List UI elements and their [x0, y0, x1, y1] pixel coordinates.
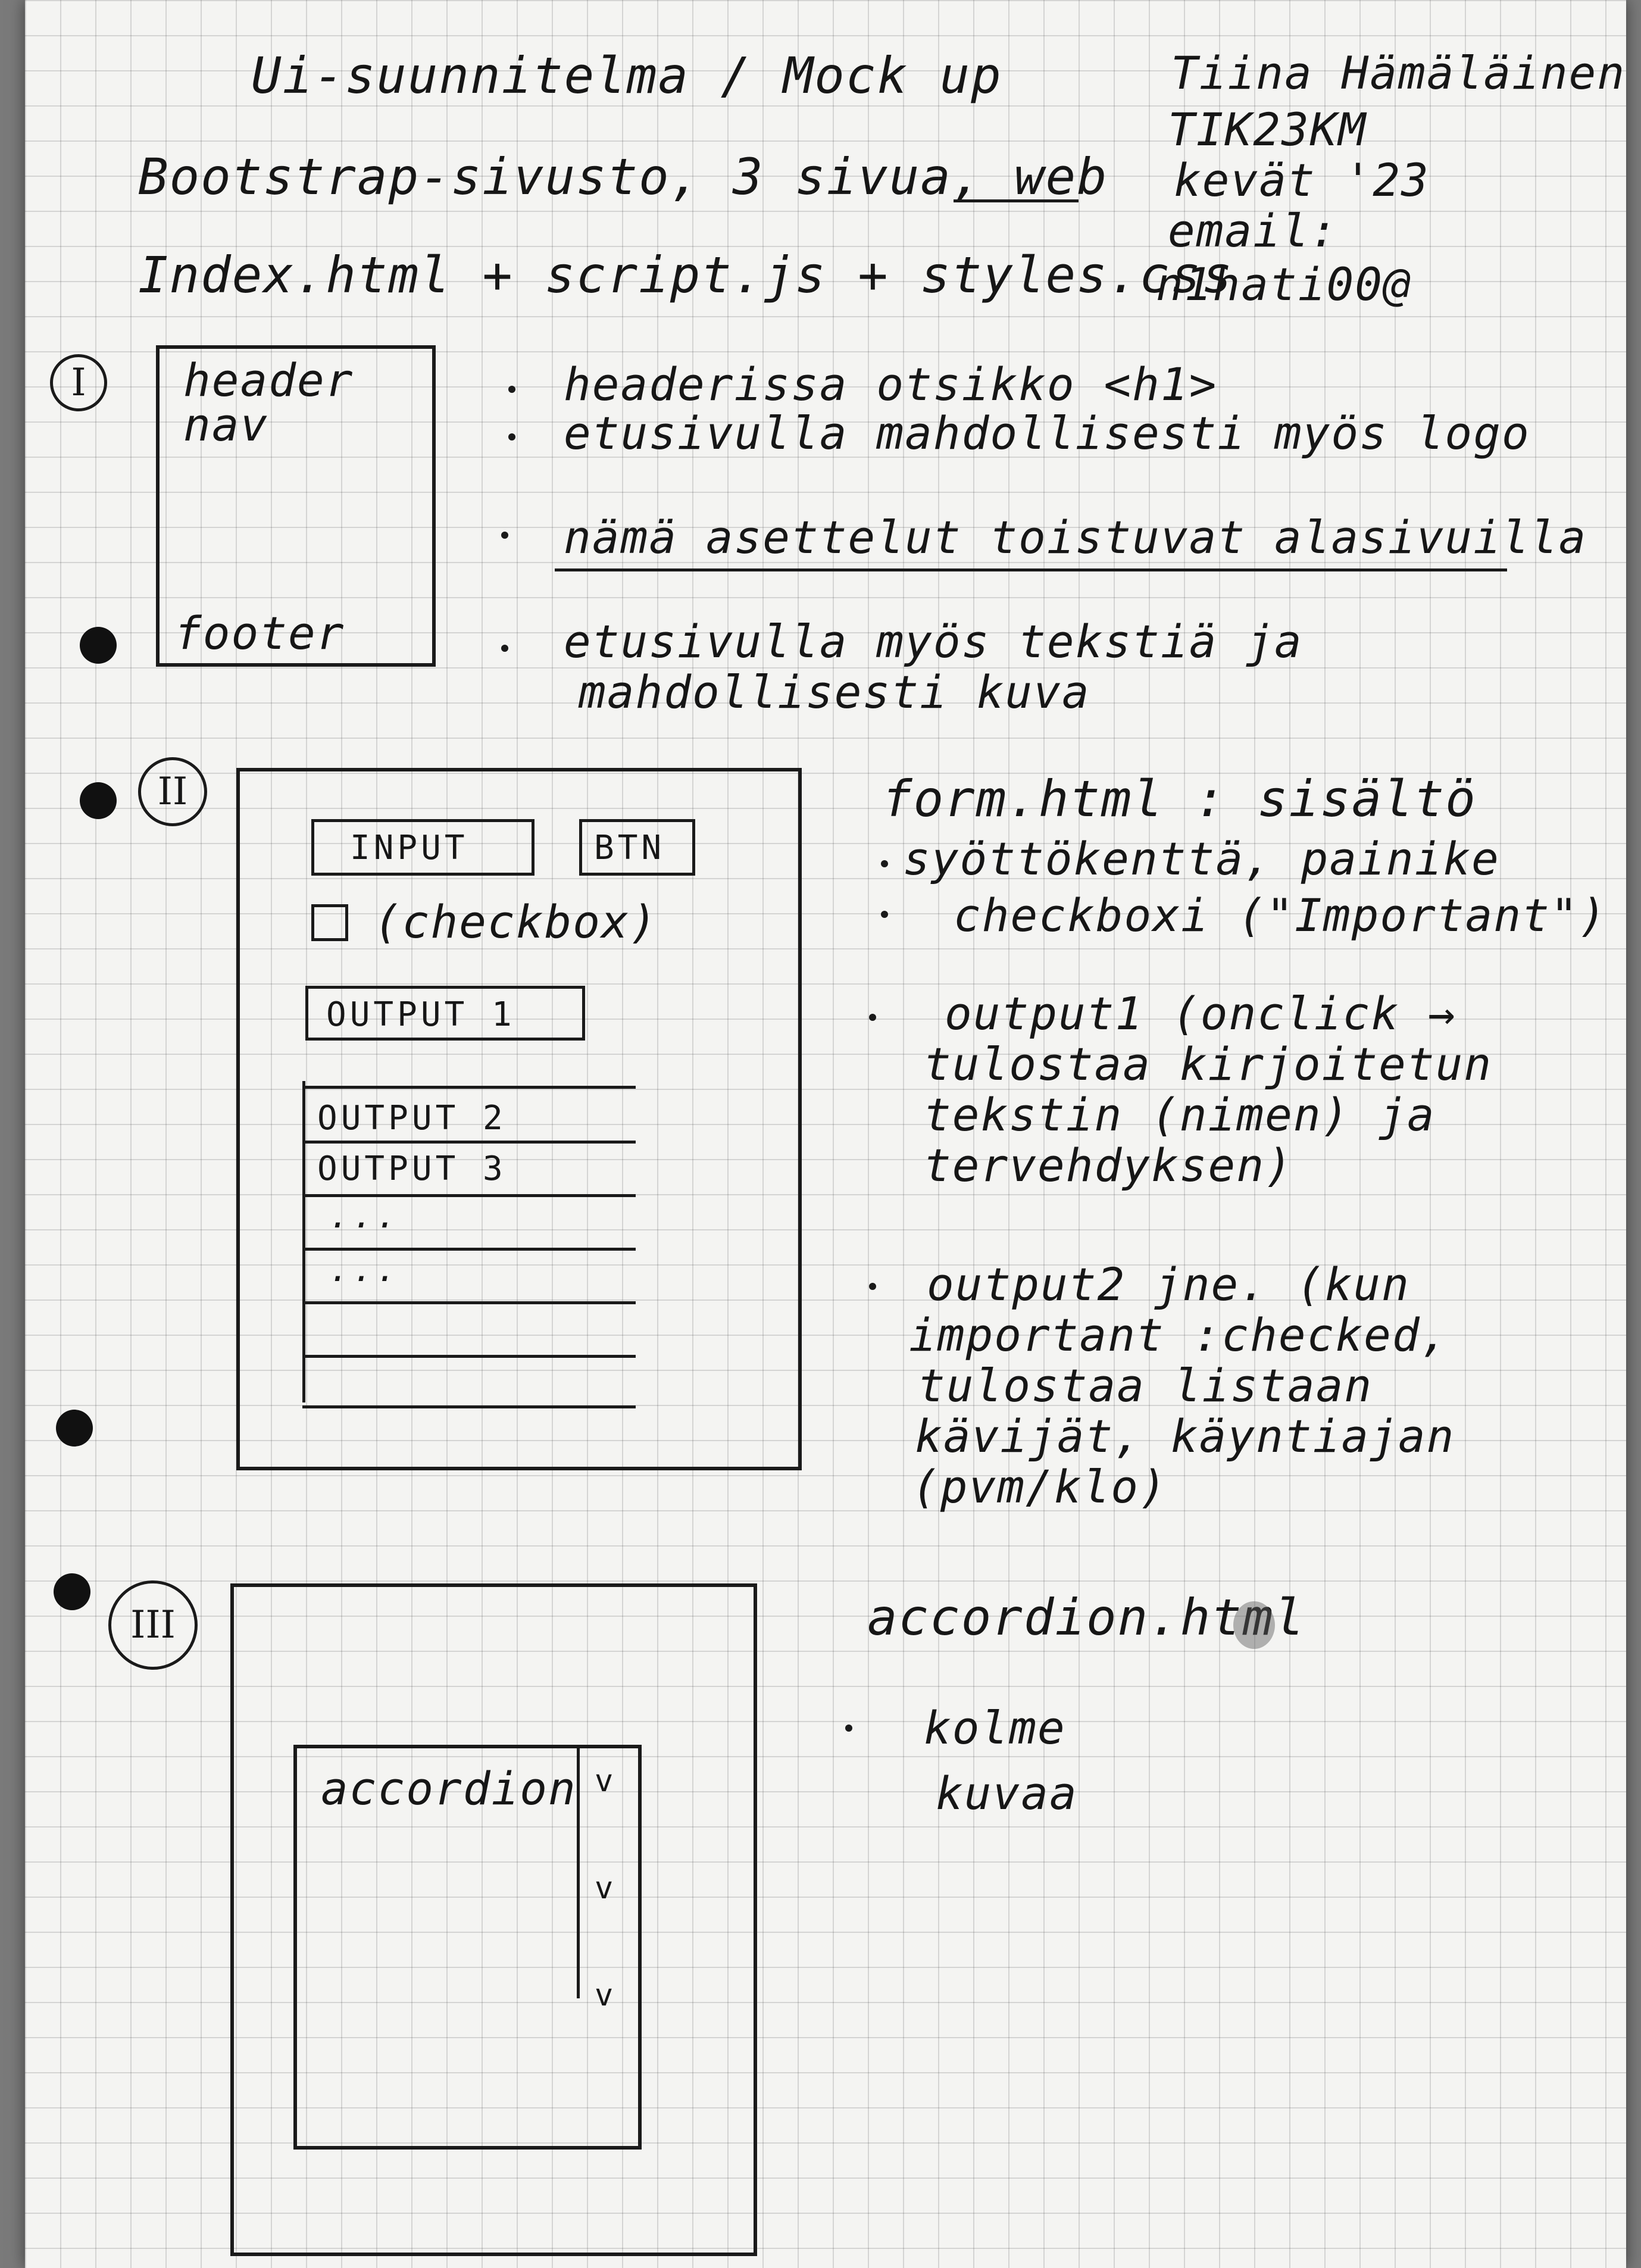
chevron-down-icon: v [595, 1763, 614, 1799]
accordion-note-1: kolme [924, 1701, 1066, 1754]
bullet [881, 911, 888, 918]
grid-paper-sheet: Ui-suunnitelma / Mock up Bootstrap-sivus… [25, 0, 1626, 2268]
form-note-5: tekstin (nimen) ja [924, 1088, 1436, 1141]
note-3: nämä asettelut toistuvat alasivuilla [564, 511, 1587, 564]
bullet [508, 433, 515, 441]
form-note-4: tulostaa kirjoitetun [924, 1038, 1493, 1091]
form-notes-title: form.html : sisältö [882, 770, 1477, 828]
web-underline [954, 199, 1079, 202]
wire-nav-label: nav [183, 398, 269, 451]
wire-list-line [302, 1194, 636, 1197]
wire-list-line [302, 1248, 636, 1251]
wire-button: BTN [579, 819, 695, 876]
page-subtitle: Bootstrap-sivusto, 3 sivua, web [138, 148, 1108, 206]
bullet [845, 1725, 852, 1732]
punch-hole [80, 782, 117, 819]
form-note-10: kävijät, käyntiajan [915, 1410, 1455, 1463]
wire-output-2-label: OUTPUT 2 [317, 1099, 507, 1138]
form-note-9: tulostaa listaan [918, 1359, 1373, 1412]
wire-list-line [302, 1355, 636, 1358]
wire-checkbox-label: (checkbox) [374, 895, 658, 948]
chevron-down-icon: v [595, 1870, 614, 1906]
note-4: etusivulla myös tekstiä ja [564, 615, 1303, 668]
wire-output-1-label: OUTPUT 1 [326, 995, 515, 1034]
accordion-page-wireframe: accordion v v v [230, 1583, 757, 2256]
form-note-11: (pvm/klo) [912, 1460, 1168, 1513]
wire-input-label: INPUT [350, 829, 468, 867]
page-title: Ui-suunnitelma / Mock up [251, 46, 1002, 105]
wire-input: INPUT [311, 819, 535, 876]
wire-checkbox-square [311, 904, 348, 941]
wire-accordion-divider [577, 1748, 580, 1998]
form-note-2: checkboxi ("Important") [954, 889, 1608, 942]
bullet [501, 532, 508, 539]
wire-more-2: ... [329, 1251, 401, 1289]
wire-list-left-edge [302, 1081, 305, 1402]
accordion-note-2: kuvaa [936, 1767, 1078, 1820]
bullet [881, 860, 888, 867]
section-numeral-3: III [108, 1580, 198, 1670]
ink-smudge [1233, 1601, 1275, 1649]
form-note-7: output2 jne. (kun [927, 1258, 1410, 1311]
section-numeral-1: I [50, 354, 107, 411]
punch-hole [54, 1573, 90, 1610]
form-note-3: output1 (onclick → [945, 987, 1456, 1040]
bullet [869, 1014, 876, 1021]
wire-footer-label: footer [174, 607, 345, 660]
form-note-8: important :checked, [909, 1308, 1449, 1361]
wire-list-line [302, 1141, 636, 1144]
note-2: etusivulla mahdollisesti myös logo [564, 407, 1530, 460]
wire-output-3-label: OUTPUT 3 [317, 1149, 507, 1188]
author-term: kevät '23 [1174, 154, 1430, 207]
form-note-6: tervehdyksen) [924, 1139, 1293, 1192]
wire-accordion: accordion v v v [293, 1745, 642, 2150]
wire-accordion-label: accordion [321, 1762, 577, 1815]
chevron-down-icon: v [595, 1978, 614, 2013]
bullet [501, 645, 508, 652]
email-value: n1hati00@ [1156, 258, 1412, 311]
wire-list-line [302, 1086, 636, 1089]
note-5: mahdollisesti kuva [579, 666, 1090, 718]
email-label: email: [1168, 204, 1339, 257]
accordion-notes-title: accordion.html [867, 1588, 1306, 1647]
wire-more-1: ... [329, 1197, 401, 1236]
wire-list-line [302, 1405, 636, 1408]
wire-output-1: OUTPUT 1 [305, 986, 585, 1041]
punch-hole [56, 1410, 93, 1447]
file-list: Index.html + script.js + styles.css [138, 246, 1234, 304]
bullet [869, 1283, 876, 1290]
author-name: Tiina Hämäläinen [1171, 46, 1626, 99]
note-3-underline [555, 568, 1507, 571]
section-numeral-2: II [138, 757, 207, 826]
bullet [508, 386, 515, 393]
author-group: TIK23KM [1168, 103, 1367, 156]
wire-list-line [302, 1301, 636, 1304]
index-wireframe: header nav footer [156, 345, 436, 667]
form-wireframe: INPUT BTN (checkbox) OUTPUT 1 OUTPUT 2 O… [236, 768, 802, 1470]
wire-button-label: BTN [594, 829, 665, 867]
form-note-1: syöttökenttä, painike [903, 832, 1500, 885]
wire-header-label: header [183, 354, 354, 407]
punch-hole [80, 627, 117, 664]
note-1: headerissa otsikko <h1> [564, 358, 1218, 411]
